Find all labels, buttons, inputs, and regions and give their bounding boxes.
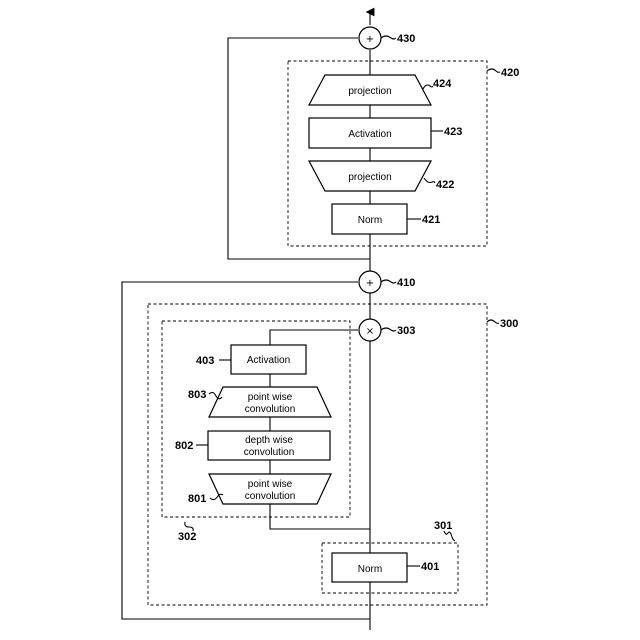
ref-424: 424: [433, 78, 452, 90]
ref-301: 301: [434, 520, 452, 532]
ref-300: 300: [500, 318, 518, 330]
pointwise-conv-top-label-2: convolution: [245, 404, 296, 415]
ref-422: 422: [436, 179, 454, 191]
ref-401: 401: [421, 561, 439, 573]
projection-up-label: projection: [348, 86, 391, 97]
ref-403: 403: [196, 355, 214, 367]
ref-303: 303: [397, 325, 415, 337]
depthwise-conv-label-2: convolution: [244, 447, 295, 458]
ref-420: 420: [501, 67, 519, 79]
depthwise-conv-label-1: depth wise: [245, 435, 293, 446]
ref-302: 302: [178, 531, 196, 543]
pointwise-conv-bottom-label-1: point wise: [248, 479, 293, 490]
pointwise-conv-top-label-1: point wise: [248, 392, 293, 403]
ref-423: 423: [444, 126, 462, 138]
ref-430: 430: [397, 33, 415, 45]
ref-801: 801: [188, 493, 206, 505]
adder-top-symbol: +: [366, 34, 374, 45]
norm-ffn-label: Norm: [358, 215, 382, 226]
activation-conv-label: Activation: [247, 355, 290, 366]
pointwise-conv-bottom-label-2: convolution: [245, 491, 296, 502]
norm-block-label: Norm: [358, 564, 382, 575]
ref-421: 421: [422, 214, 440, 226]
projection-down-label: projection: [348, 172, 391, 183]
ref-410: 410: [397, 277, 415, 289]
adder-mid-symbol: +: [366, 278, 374, 289]
ref-802: 802: [175, 440, 193, 452]
multiplier-symbol: ×: [366, 326, 374, 337]
ref-803: 803: [188, 389, 206, 401]
activation-ffn-label: Activation: [348, 129, 391, 140]
